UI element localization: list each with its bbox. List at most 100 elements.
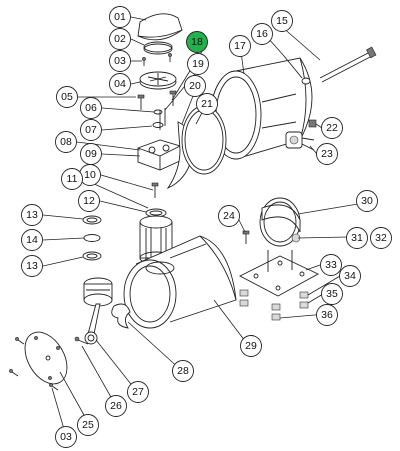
svg-text:26: 26	[110, 400, 122, 412]
callout-05[interactable]: 05	[56, 86, 78, 108]
svg-text:22: 22	[326, 122, 338, 134]
svg-text:24: 24	[223, 210, 235, 222]
part-head-block	[137, 139, 183, 171]
callout-31[interactable]: 31	[346, 227, 368, 249]
callout-04[interactable]: 04	[109, 73, 131, 95]
part-screws-05	[137, 90, 177, 110]
part-housing-29	[123, 235, 237, 329]
callout-15[interactable]: 15	[271, 10, 293, 32]
svg-text:12: 12	[83, 195, 95, 207]
svg-text:13: 13	[26, 209, 38, 221]
callout-19[interactable]: 19	[187, 53, 209, 75]
svg-text:31: 31	[351, 232, 363, 244]
svg-text:04: 04	[114, 78, 126, 90]
svg-text:23: 23	[321, 148, 333, 160]
svg-text:09: 09	[85, 148, 97, 160]
callout-23[interactable]: 23	[316, 143, 338, 165]
callout-16[interactable]: 16	[251, 23, 273, 45]
svg-text:16: 16	[256, 28, 268, 40]
callout-13-upper[interactable]: 13	[21, 204, 43, 226]
callout-14[interactable]: 14	[21, 229, 43, 251]
callout-29[interactable]: 29	[240, 335, 262, 357]
svg-text:30: 30	[361, 195, 373, 207]
part-bolt-10	[151, 182, 159, 198]
callout-27[interactable]: 27	[127, 381, 149, 403]
svg-text:11: 11	[67, 173, 78, 185]
svg-text:08: 08	[60, 136, 72, 148]
svg-text:18: 18	[191, 36, 203, 48]
callout-21[interactable]: 21	[196, 93, 218, 115]
part-disc	[143, 41, 173, 53]
callout-07[interactable]: 07	[80, 119, 102, 141]
callout-09[interactable]: 09	[80, 143, 102, 165]
svg-text:20: 20	[189, 80, 201, 92]
part-screws-top	[142, 53, 172, 66]
callout-32[interactable]: 32	[370, 227, 392, 249]
part-screws-lower	[9, 337, 59, 391]
callout-34[interactable]: 34	[339, 265, 361, 287]
svg-text:33: 33	[325, 259, 337, 271]
callout-11[interactable]: 11	[61, 168, 83, 190]
svg-text:15: 15	[276, 15, 288, 27]
svg-text:14: 14	[26, 234, 38, 246]
callout-06[interactable]: 06	[80, 97, 102, 119]
part-nut-22	[308, 119, 317, 128]
svg-text:34: 34	[344, 270, 356, 282]
svg-text:19: 19	[192, 58, 204, 70]
svg-text:03: 03	[60, 431, 72, 443]
part-screw-24	[242, 230, 250, 244]
callout-03[interactable]: 03	[109, 50, 131, 72]
callout-24[interactable]: 24	[218, 205, 240, 227]
svg-text:28: 28	[177, 365, 189, 377]
svg-text:03: 03	[114, 55, 126, 67]
part-valve-plate	[139, 71, 177, 90]
callout-02[interactable]: 02	[109, 28, 131, 50]
callout-26[interactable]: 26	[105, 395, 127, 417]
callout-13-lower[interactable]: 13	[21, 255, 43, 277]
part-rings-left	[82, 215, 102, 261]
part-fan-28	[111, 303, 131, 329]
callout-01[interactable]: 01	[109, 6, 131, 28]
callout-22[interactable]: 22	[321, 117, 343, 139]
svg-text:07: 07	[85, 124, 97, 136]
svg-text:17: 17	[234, 40, 246, 52]
svg-text:01: 01	[114, 11, 126, 23]
callout-17[interactable]: 17	[229, 35, 251, 57]
part-feet	[239, 289, 309, 321]
callout-10[interactable]: 10	[79, 164, 101, 186]
svg-text:29: 29	[245, 340, 257, 352]
callout-12[interactable]: 12	[78, 190, 100, 212]
callout-30[interactable]: 30	[356, 190, 378, 212]
svg-text:36: 36	[321, 309, 333, 321]
part-drawings	[9, 13, 377, 391]
callouts: 01 02 03 04 05 06 07 08 09 10 11 12 13 1…	[21, 6, 392, 448]
svg-text:13: 13	[26, 260, 38, 272]
part-long-bolt-15	[319, 46, 377, 83]
callout-08[interactable]: 08	[55, 131, 77, 153]
part-cap	[137, 13, 183, 41]
part-gasket-21	[181, 105, 227, 175]
part-end-plate-25	[24, 331, 68, 385]
part-switch-23	[285, 131, 315, 151]
callout-36[interactable]: 36	[316, 304, 338, 326]
svg-text:27: 27	[132, 386, 144, 398]
svg-text:02: 02	[114, 33, 126, 45]
svg-text:06: 06	[85, 102, 97, 114]
part-piston-27	[83, 277, 113, 345]
part-base-plate	[239, 250, 319, 297]
svg-text:25: 25	[82, 419, 94, 431]
part-bracket-30	[259, 197, 301, 247]
callout-33[interactable]: 33	[320, 254, 342, 276]
part-small-06-07	[152, 108, 166, 130]
part-washer-16	[283, 55, 311, 85]
callout-20[interactable]: 20	[184, 75, 206, 97]
callout-28[interactable]: 28	[172, 360, 194, 382]
callout-25[interactable]: 25	[77, 414, 99, 436]
svg-text:35: 35	[326, 288, 338, 300]
svg-text:21: 21	[201, 98, 213, 110]
callout-03-lower[interactable]: 03	[55, 426, 77, 448]
svg-text:05: 05	[61, 91, 73, 103]
callout-18-highlighted[interactable]: 18	[186, 31, 208, 53]
callout-35[interactable]: 35	[321, 283, 343, 305]
